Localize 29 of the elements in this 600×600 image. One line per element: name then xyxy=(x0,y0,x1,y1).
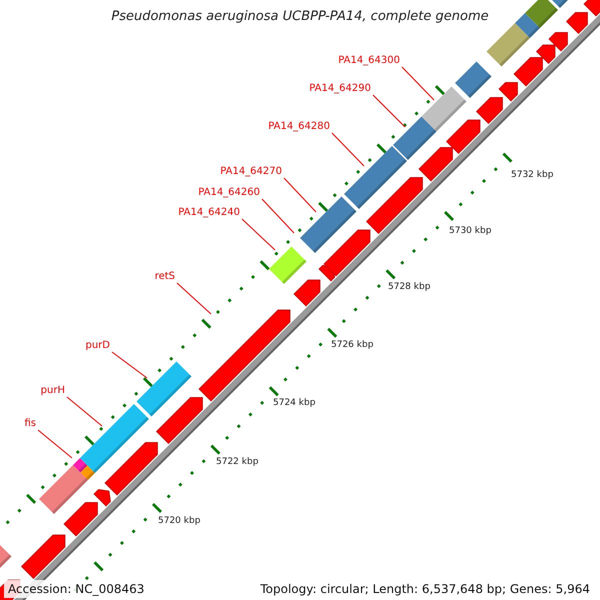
scale-label: 5732 kbp xyxy=(511,170,554,181)
leader-line xyxy=(38,430,72,458)
gene-label: PA14_64280 xyxy=(268,121,330,133)
scale-label: 5720 kbp xyxy=(158,516,200,527)
leader-line xyxy=(372,94,406,128)
gene-label: PA14_64300 xyxy=(338,55,400,67)
gene-label: purH xyxy=(40,385,65,397)
gene-label: PA14_64290 xyxy=(309,83,371,95)
gene-label: fis xyxy=(24,418,36,430)
scale-label: 5724 kbp xyxy=(273,398,316,409)
gene-label: retS xyxy=(154,271,175,283)
leader-line xyxy=(112,352,148,378)
gene-label: PA14_64270 xyxy=(220,166,282,178)
gene-label: PA14_64260 xyxy=(198,187,260,199)
leader-line xyxy=(176,282,212,314)
gene-label: PA14_64240 xyxy=(178,207,240,219)
leader-line xyxy=(284,178,316,212)
scale-label: 5726 kbp xyxy=(331,340,374,351)
scale-label: 5722 kbp xyxy=(216,457,258,468)
scale-label: 5728 kbp xyxy=(388,282,430,293)
gene-label: purD xyxy=(86,340,110,352)
leader-line xyxy=(332,132,364,166)
genome-summary: Topology: circular; Length: 6,537,648 bp; Genes: 5,964 xyxy=(260,581,590,598)
scale-label: 5730 kbp xyxy=(449,226,492,237)
leader-line xyxy=(402,66,434,100)
leader-line xyxy=(262,198,294,234)
leader-line xyxy=(242,218,276,250)
leader-line xyxy=(66,396,102,426)
map-title: Pseudomonas aeruginosa UCBPP-PA14, complete genome xyxy=(110,9,490,24)
